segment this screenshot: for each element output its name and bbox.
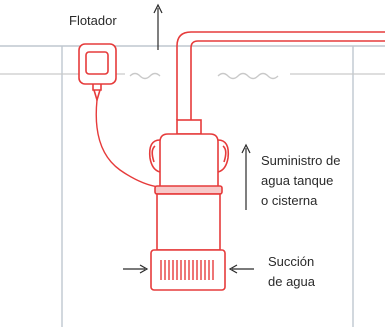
- pump-outlet-collar: [176, 119, 202, 135]
- suction-arrow-left: [123, 264, 149, 274]
- suction-label-line2: de agua: [268, 274, 315, 289]
- flow-up-arrow-top: [153, 3, 163, 50]
- pump-handle-right: [217, 139, 230, 173]
- supply-label-line3: o cisterna: [261, 193, 318, 208]
- float-window: [85, 51, 109, 75]
- supply-label-line1: Suministro de: [261, 153, 341, 168]
- float-label: Flotador: [69, 13, 117, 28]
- water-wave-right: [217, 72, 279, 80]
- pipe-outer: [176, 31, 385, 120]
- pump-intake-screen: [150, 249, 226, 291]
- pump-main-body: [156, 193, 221, 251]
- intake-grill: [160, 260, 214, 280]
- pump-handle-right-inner: [222, 145, 227, 163]
- water-level: [0, 72, 385, 80]
- float-switch: [78, 43, 117, 103]
- suction-label-line1: Succión: [268, 254, 315, 269]
- supply-arrow: [241, 143, 251, 210]
- tank-walls: [0, 45, 385, 327]
- pump-handle-left: [148, 139, 161, 173]
- suction-arrow-right: [228, 264, 254, 274]
- pump-upper-body: [159, 133, 219, 186]
- water-wave-left: [129, 72, 161, 80]
- pipe-inner: [190, 40, 385, 120]
- float-tip: [93, 89, 101, 103]
- pump-band: [154, 185, 223, 195]
- float-neck: [92, 84, 102, 91]
- supply-label-line2: agua tanque: [261, 173, 334, 188]
- pump-handle-left-inner: [151, 145, 156, 163]
- discharge-pipe: [176, 31, 385, 120]
- float-cable: [95, 99, 159, 188]
